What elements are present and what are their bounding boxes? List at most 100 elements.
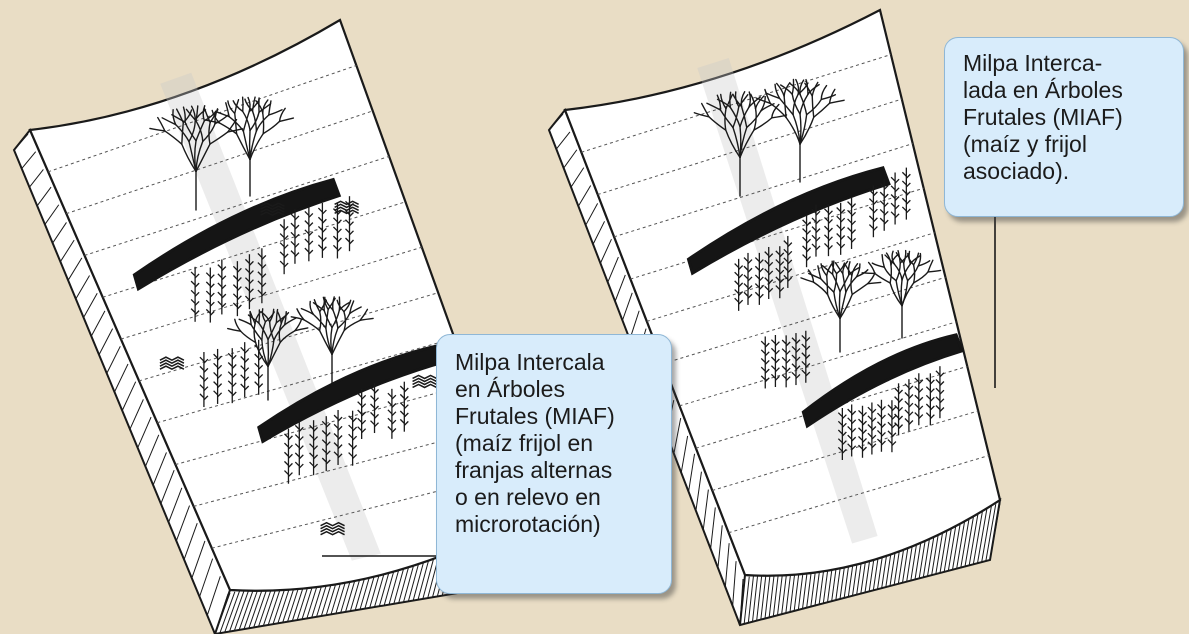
plant-leaf bbox=[248, 288, 254, 294]
tree-branch bbox=[278, 117, 295, 123]
tree-branch bbox=[774, 83, 781, 100]
fruit-tree bbox=[755, 78, 845, 183]
tree-branch bbox=[327, 297, 336, 311]
plant-leaf bbox=[258, 364, 264, 370]
plant-leaf bbox=[768, 253, 774, 259]
tree-branch bbox=[909, 255, 921, 265]
plant-leaf bbox=[783, 248, 789, 254]
hatch-line bbox=[585, 203, 599, 226]
tree-branch bbox=[331, 309, 341, 329]
plant-leaf bbox=[764, 268, 770, 274]
tree-branch bbox=[826, 275, 829, 296]
crop-plant bbox=[217, 259, 227, 315]
plant-leaf bbox=[802, 219, 808, 225]
plant-leaf bbox=[294, 424, 300, 430]
plant-leaf bbox=[290, 231, 296, 237]
crop-plant bbox=[399, 381, 409, 432]
hatch-line bbox=[673, 417, 682, 454]
plant-leaf bbox=[774, 349, 780, 355]
plant-leaf bbox=[872, 200, 878, 206]
plant-leaf bbox=[283, 451, 289, 457]
tree-branch bbox=[268, 321, 275, 341]
contour-line bbox=[679, 321, 957, 407]
plant-leaf bbox=[236, 267, 242, 273]
plant-leaf bbox=[811, 243, 817, 249]
tree-branch bbox=[732, 126, 741, 159]
plant-leaf bbox=[747, 276, 753, 282]
tree-branch bbox=[701, 102, 710, 118]
plant-leaf bbox=[294, 224, 300, 230]
left-crops bbox=[132, 96, 449, 536]
plant-leaf bbox=[795, 347, 801, 353]
plant-leaf bbox=[349, 221, 354, 227]
plant-leaf bbox=[244, 286, 250, 292]
hatch-line bbox=[607, 256, 619, 283]
tree-branch bbox=[912, 271, 929, 284]
plant-leaf bbox=[824, 234, 829, 240]
tree-branch bbox=[149, 127, 166, 132]
plant-leaf bbox=[836, 233, 842, 238]
plant-leaf bbox=[257, 289, 263, 295]
plant-leaf bbox=[232, 284, 238, 290]
hatch-line bbox=[168, 487, 183, 523]
hatch-line bbox=[183, 523, 198, 560]
crop-plant bbox=[333, 409, 343, 465]
plant-leaf bbox=[298, 436, 304, 442]
crop-plant bbox=[357, 388, 367, 439]
plant-leaf bbox=[240, 374, 246, 380]
hatch-line bbox=[964, 510, 975, 567]
tree-branch bbox=[227, 100, 236, 115]
plant-leaf bbox=[905, 191, 911, 197]
plant-leaf bbox=[908, 385, 914, 391]
plant-leaf bbox=[199, 365, 205, 371]
plant-leaf bbox=[261, 282, 267, 288]
bean-stroke bbox=[412, 380, 437, 386]
plant-leaf bbox=[308, 240, 314, 246]
mulch-barrier bbox=[801, 333, 965, 429]
crop-plant bbox=[205, 267, 215, 323]
hatch-line bbox=[710, 507, 716, 549]
plant-leaf bbox=[935, 370, 941, 376]
plant-leaf bbox=[391, 411, 397, 417]
bean-stroke bbox=[260, 202, 285, 208]
plant-leaf bbox=[791, 371, 797, 377]
fruit-tree bbox=[204, 96, 295, 197]
plant-leaf bbox=[244, 385, 250, 391]
plant-leaf bbox=[231, 382, 237, 388]
plant-leaf bbox=[304, 247, 310, 253]
bean-stroke bbox=[320, 530, 345, 536]
plant-leaf bbox=[361, 428, 367, 434]
tree-branch bbox=[906, 265, 919, 282]
hatch-line bbox=[548, 113, 564, 131]
bean-stroke bbox=[320, 527, 345, 533]
contour-line bbox=[211, 474, 504, 549]
plant-leaf bbox=[811, 217, 817, 223]
contour-line bbox=[120, 246, 422, 340]
plant-leaf bbox=[399, 410, 405, 416]
crop-plant bbox=[304, 206, 314, 262]
plant-leaf bbox=[787, 276, 793, 282]
tree-branch bbox=[195, 143, 211, 173]
hatch-line bbox=[764, 570, 771, 619]
plant-leaf bbox=[190, 308, 196, 314]
plant-leaf bbox=[283, 470, 289, 476]
tree-branch bbox=[250, 324, 263, 341]
hatch-line bbox=[747, 575, 754, 623]
tree-branch bbox=[251, 96, 256, 112]
plant-leaf bbox=[236, 304, 242, 310]
tree-branch bbox=[871, 262, 885, 268]
plant-leaf bbox=[333, 442, 339, 448]
plant-leaf bbox=[828, 210, 833, 216]
plant-leaf bbox=[403, 387, 409, 393]
plant-leaf bbox=[294, 233, 300, 239]
hatch-line bbox=[160, 469, 175, 504]
plant-leaf bbox=[935, 379, 941, 384]
plant-leaf bbox=[332, 235, 338, 241]
plant-leaf bbox=[248, 270, 254, 275]
plant-leaf bbox=[918, 379, 924, 385]
plant-leaf bbox=[781, 356, 787, 362]
plant-leaf bbox=[205, 281, 211, 287]
plant-leaf bbox=[890, 176, 896, 182]
crop-plant bbox=[190, 266, 200, 322]
tree-branch bbox=[319, 299, 327, 313]
